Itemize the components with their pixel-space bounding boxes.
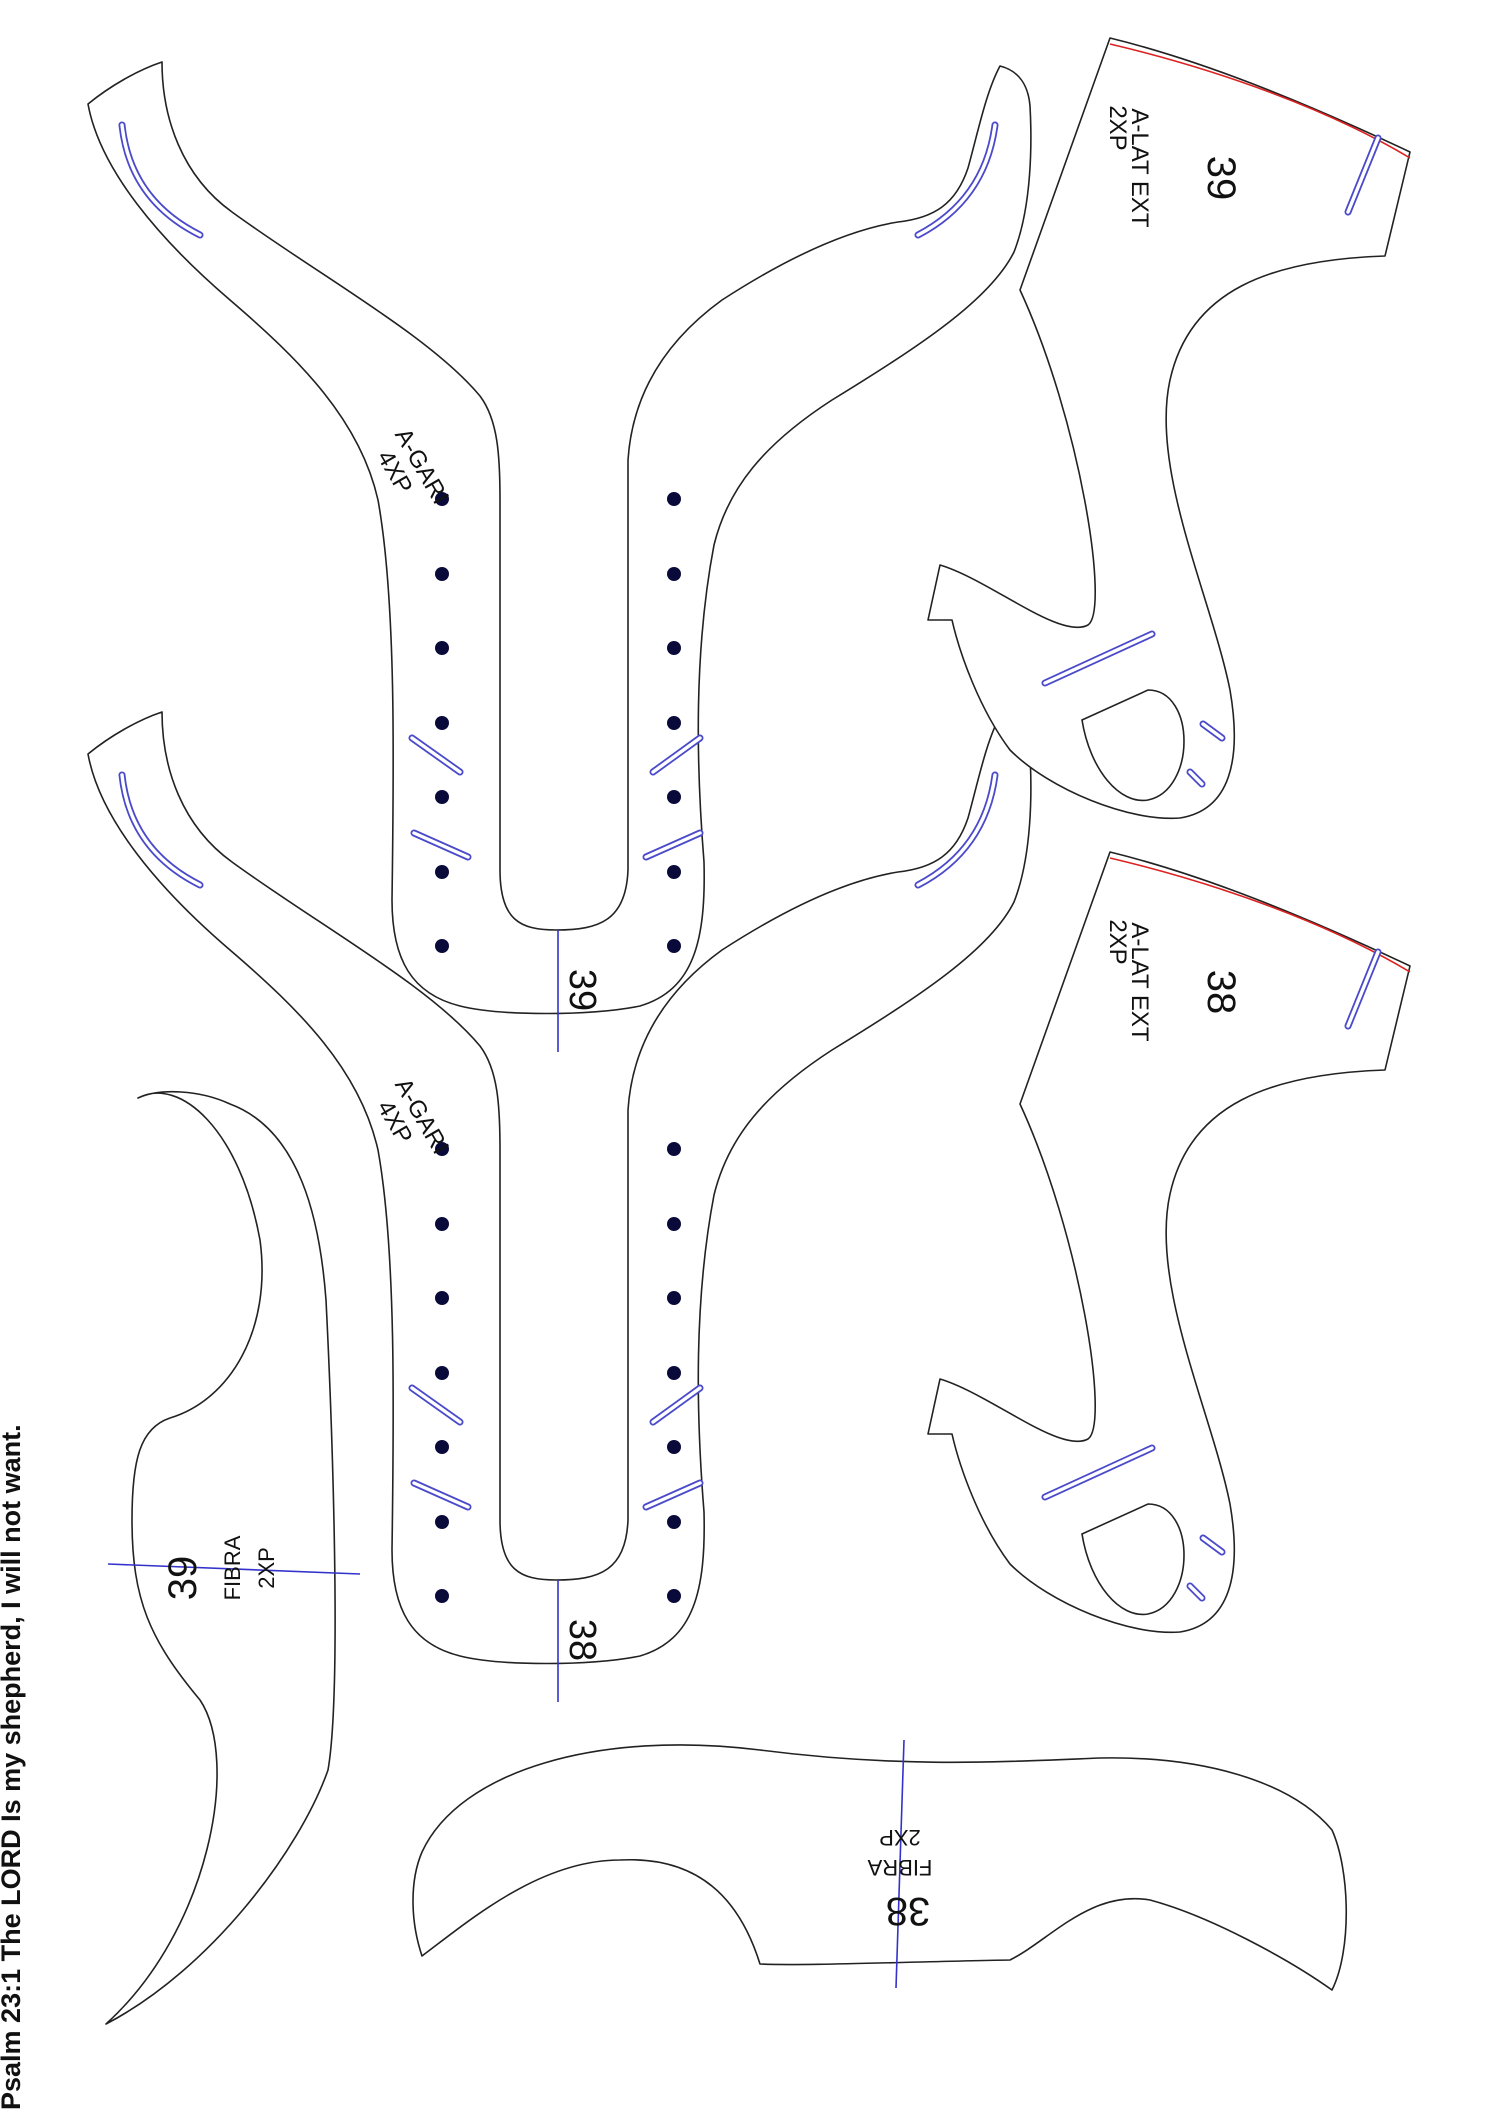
lace-hole-left bbox=[435, 790, 449, 804]
piece-qty: 2XP bbox=[1104, 919, 1131, 964]
lace-hole-left bbox=[435, 1142, 449, 1156]
lace-hole-left bbox=[435, 1515, 449, 1529]
lace-hole-left bbox=[435, 641, 449, 655]
stitch-slot-s1-inner bbox=[1201, 722, 1224, 740]
piece-qty: 2XP bbox=[879, 1825, 921, 1850]
lace-hole-left bbox=[435, 1291, 449, 1305]
lace-hole-right bbox=[667, 939, 681, 953]
stitch-slot-right-inner bbox=[916, 123, 997, 237]
piece-fibra-38: 38 FIBRA 2XP bbox=[412, 1739, 1348, 1991]
lace-hole-right bbox=[667, 1217, 681, 1231]
stitch-slot-heel-inner bbox=[1346, 950, 1380, 1028]
lace-hole-left bbox=[435, 567, 449, 581]
lace-hole-left bbox=[435, 1440, 449, 1454]
lace-hole-right bbox=[667, 1440, 681, 1454]
stitch-slot-long-inner bbox=[1043, 1446, 1154, 1499]
stitch-slot-l2-inner bbox=[412, 1481, 470, 1509]
lace-hole-right bbox=[667, 1515, 681, 1529]
stitch-slot-r2-inner bbox=[644, 1481, 702, 1509]
size-label: 38 bbox=[886, 1889, 931, 1933]
size-label: 39 bbox=[161, 1556, 205, 1601]
stitch-slot-l1-inner bbox=[410, 1386, 462, 1424]
lace-hole-left bbox=[435, 939, 449, 953]
lace-hole-right bbox=[667, 1291, 681, 1305]
stitch-slot-s1-inner bbox=[1201, 1536, 1224, 1554]
stitch-slot-r1-inner bbox=[651, 1386, 702, 1424]
lace-hole-right bbox=[667, 790, 681, 804]
stitch-slot-s2-inner bbox=[1188, 770, 1204, 786]
lace-hole-right bbox=[667, 567, 681, 581]
size-label: 39 bbox=[561, 969, 603, 1011]
fibra-38-outline bbox=[412, 1744, 1348, 1991]
size-label: 38 bbox=[561, 1619, 603, 1661]
piece-name: A-LAT EXT bbox=[1126, 922, 1153, 1041]
center-axis bbox=[107, 1563, 361, 1575]
lace-hole-right bbox=[667, 716, 681, 730]
piece-qty: 2XP bbox=[254, 1547, 279, 1589]
piece-qty: 2XP bbox=[1104, 105, 1131, 150]
piece-name: FIBRA bbox=[867, 1855, 932, 1880]
a-lat-ext-outline bbox=[927, 37, 1411, 820]
footer-verse: Psalm 23:1 The LORD Is my shepherd, I wi… bbox=[0, 1424, 26, 2110]
a-gari-outline bbox=[87, 711, 1032, 1665]
stitch-slot-heel-inner bbox=[1346, 136, 1380, 214]
stitch-slot-left-inner bbox=[120, 123, 202, 237]
a-lat-ext-outline bbox=[927, 851, 1411, 1634]
piece-fibra-39: 39 FIBRA 2XP bbox=[105, 1090, 361, 2025]
a-gari-outline bbox=[87, 61, 1032, 1015]
stitch-slot-l1-inner bbox=[410, 736, 462, 774]
stitch-slot-long-inner bbox=[1043, 632, 1154, 685]
d-cutout bbox=[1081, 689, 1185, 802]
size-label: 38 bbox=[1199, 970, 1243, 1015]
stitch-slot-l2-inner bbox=[412, 831, 470, 859]
stitch-slot-r1-inner bbox=[651, 736, 702, 774]
lace-hole-left bbox=[435, 865, 449, 879]
lace-hole-right bbox=[667, 1366, 681, 1380]
d-cutout bbox=[1081, 1503, 1185, 1616]
lace-hole-left bbox=[435, 492, 449, 506]
size-label: 39 bbox=[1199, 156, 1243, 201]
lace-hole-right bbox=[667, 1589, 681, 1603]
lace-hole-right bbox=[667, 492, 681, 506]
lace-hole-left bbox=[435, 1366, 449, 1380]
piece-name: A-LAT EXT bbox=[1126, 108, 1153, 227]
lace-hole-left bbox=[435, 1217, 449, 1231]
stitch-slot-s2-inner bbox=[1188, 1584, 1204, 1600]
lace-hole-right bbox=[667, 641, 681, 655]
lace-hole-left bbox=[435, 716, 449, 730]
lace-hole-left bbox=[435, 1589, 449, 1603]
center-axis bbox=[895, 1739, 905, 1989]
stitch-slot-right-inner bbox=[916, 773, 997, 887]
lace-hole-right bbox=[667, 1142, 681, 1156]
stitch-slot-left-inner bbox=[120, 773, 202, 887]
lace-hole-right bbox=[667, 865, 681, 879]
fibra-39-outline bbox=[105, 1090, 336, 2025]
stitch-slot-r2-inner bbox=[644, 831, 702, 859]
piece-name: FIBRA bbox=[220, 1535, 245, 1600]
